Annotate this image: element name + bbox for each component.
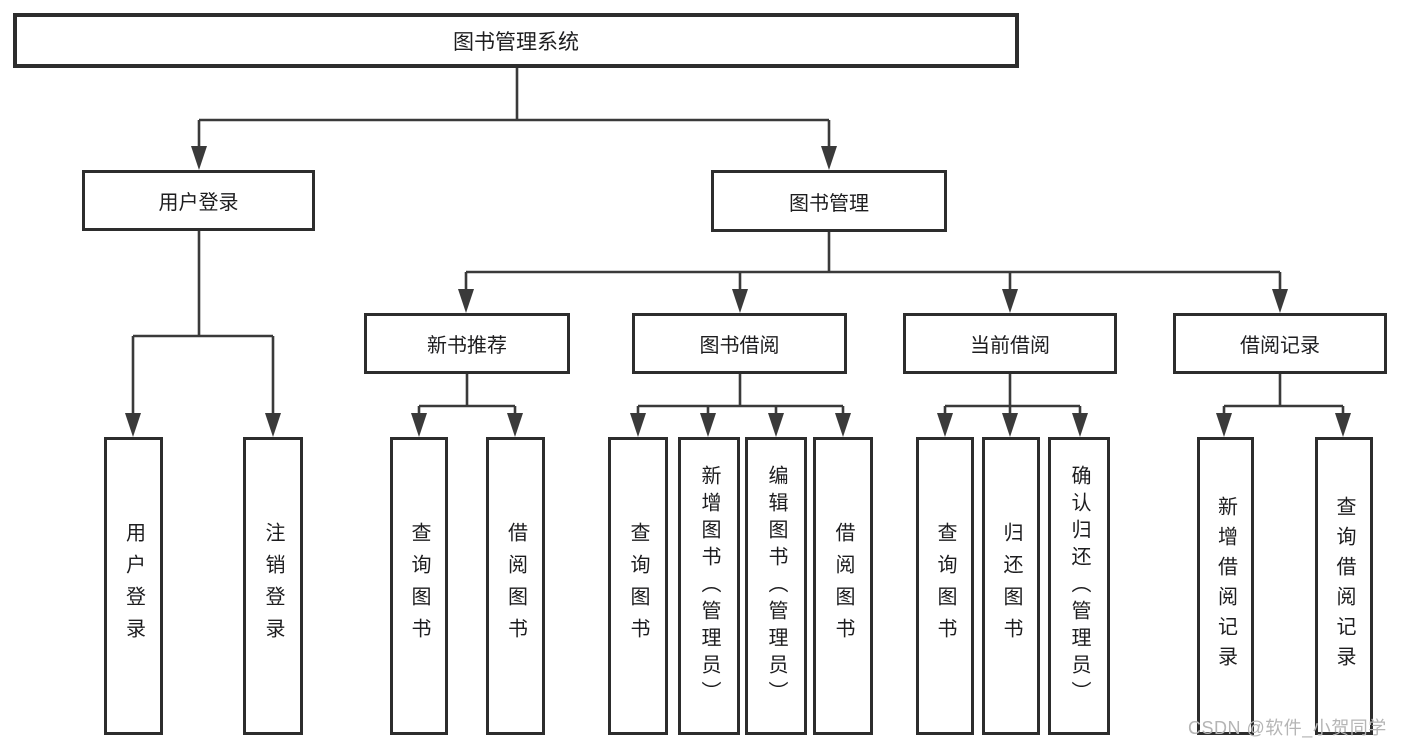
section-label: 借阅记录 [1240,335,1320,357]
arrowhead-icon [630,413,646,437]
section-new-book-recommend: 新书推荐 [364,313,570,374]
arrowhead-icon [1272,289,1288,313]
leaf-query-borrow-record: 查询借阅记录 [1315,437,1373,735]
leaf-query-books-3: 查询图书 [916,437,974,735]
leaf-label: 编辑图书（管理员） [765,464,787,708]
leaf-label: 用户登录 [122,522,145,650]
arrowhead-icon [191,146,207,170]
section-label: 图书借阅 [699,335,780,357]
leaf-query-books-2: 查询图书 [608,437,668,735]
leaf-label: 查询图书 [627,522,649,650]
arrowhead-icon [125,413,141,437]
branch-user-login: 用户登录 [82,170,315,231]
leaf-borrow-books-1: 借阅图书 [486,437,545,735]
leaf-label: 归还图书 [1000,522,1022,650]
arrowhead-icon [1335,413,1351,437]
leaf-label: 注销登录 [262,522,284,650]
leaf-label: 借阅图书 [832,522,854,650]
leaf-label: 新增图书（管理员） [698,464,720,708]
branch-book-management-label: 图书管理 [789,192,869,215]
section-current-borrow: 当前借阅 [903,313,1117,374]
arrowhead-icon [1002,289,1018,313]
arrowhead-icon [265,413,281,437]
arrowhead-icon [821,146,837,170]
leaf-return-books: 归还图书 [982,437,1040,735]
leaf-label: 查询图书 [934,522,956,650]
root-node-library-system: 图书管理系统 [13,13,1019,68]
csdn-watermark: CSDN @软件_小贺同学 [1188,718,1387,738]
arrowhead-icons [125,146,1351,437]
leaf-label: 查询借阅记录 [1333,496,1355,676]
arrowhead-icon [700,413,716,437]
leaf-add-books-admin: 新增图书（管理员） [678,437,740,735]
leaf-edit-books-admin: 编辑图书（管理员） [745,437,807,735]
arrowhead-icon [458,289,474,313]
arrowhead-icon [937,413,953,437]
arrowhead-icon [732,289,748,313]
arrowhead-icon [1216,413,1232,437]
arrowhead-icon [507,413,523,437]
leaf-label: 确认归还（管理员） [1068,464,1090,708]
arrowhead-icon [835,413,851,437]
leaf-logout: 注销登录 [243,437,303,735]
section-borrow-records: 借阅记录 [1173,313,1387,374]
arrowhead-icon [1002,413,1018,437]
leaf-borrow-books-2: 借阅图书 [813,437,873,735]
arrowhead-icon [411,413,427,437]
root-node-label: 图书管理系统 [453,30,579,54]
leaf-add-borrow-record: 新增借阅记录 [1197,437,1254,735]
leaf-user-login: 用户登录 [104,437,163,735]
section-book-borrow: 图书借阅 [632,313,847,374]
leaf-label: 新增借阅记录 [1214,496,1237,676]
branch-book-management: 图书管理 [711,170,947,232]
leaf-label: 查询图书 [408,522,430,650]
arrowhead-icon [1072,413,1088,437]
arrowhead-icon [768,413,784,437]
branch-user-login-label: 用户登录 [158,192,239,214]
section-label: 新书推荐 [427,335,507,357]
leaf-label: 借阅图书 [504,522,527,650]
leaf-confirm-return-admin: 确认归还（管理员） [1048,437,1110,735]
section-label: 当前借阅 [970,335,1050,357]
tree-connector-lines [131,68,1345,417]
leaf-query-books-1: 查询图书 [390,437,448,735]
